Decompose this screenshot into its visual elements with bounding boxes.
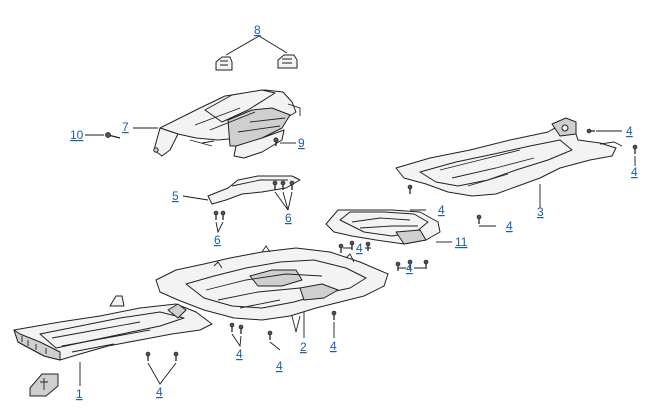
callout-4-shield3-bottom[interactable]: 4 bbox=[506, 219, 513, 233]
callout-1[interactable]: 1 bbox=[76, 387, 83, 401]
part-7-tunnel-shield bbox=[153, 89, 301, 159]
callout-2[interactable]: 2 bbox=[300, 340, 307, 354]
callout-4-center-a[interactable]: 4 bbox=[356, 241, 363, 255]
callout-4-main-b[interactable]: 4 bbox=[276, 359, 283, 373]
part-9-bolt bbox=[273, 137, 279, 146]
part-3-right-shield bbox=[395, 117, 623, 197]
callout-3[interactable]: 3 bbox=[537, 205, 544, 219]
part-4-bolts-left bbox=[145, 351, 179, 361]
part-1-skid-plate bbox=[13, 295, 213, 361]
part-8-clips bbox=[215, 54, 298, 71]
lead-4-left bbox=[147, 362, 177, 385]
front-direction-arrow-icon bbox=[29, 373, 59, 397]
callout-11[interactable]: 11 bbox=[455, 235, 468, 249]
lead-5 bbox=[182, 195, 209, 201]
part-11-center-shield bbox=[325, 209, 441, 245]
callout-4-top-right[interactable]: 4 bbox=[626, 124, 633, 138]
lead-8 bbox=[225, 35, 288, 56]
callout-4-main-a[interactable]: 4 bbox=[236, 347, 243, 361]
lead-6 bbox=[215, 191, 293, 234]
callout-4-left[interactable]: 4 bbox=[156, 385, 163, 399]
callout-4-shield3-left[interactable]: 4 bbox=[438, 203, 445, 217]
callout-9[interactable]: 9 bbox=[298, 136, 305, 150]
part-2-main-shield bbox=[155, 245, 389, 333]
lead-4-right bbox=[410, 130, 636, 227]
callout-6b[interactable]: 6 bbox=[285, 211, 292, 225]
part-5-bracket bbox=[207, 175, 301, 205]
part-4-bolts-right bbox=[407, 128, 638, 224]
part-10-bolt bbox=[105, 132, 121, 139]
callout-7[interactable]: 7 bbox=[122, 120, 129, 134]
lead-4-center bbox=[343, 247, 425, 269]
callout-10[interactable]: 10 bbox=[70, 128, 84, 142]
callout-4-main-c[interactable]: 4 bbox=[330, 339, 337, 353]
callout-4-center-b[interactable]: 4 bbox=[406, 261, 413, 275]
callout-8[interactable]: 8 bbox=[254, 23, 261, 37]
callout-6a[interactable]: 6 bbox=[214, 233, 221, 247]
lead-4-main bbox=[231, 322, 335, 351]
callout-5[interactable]: 5 bbox=[172, 189, 179, 203]
callout-4-far-right[interactable]: 4 bbox=[631, 165, 638, 179]
part-6-bolts bbox=[213, 180, 295, 220]
part-4-bolts-main bbox=[229, 310, 337, 340]
